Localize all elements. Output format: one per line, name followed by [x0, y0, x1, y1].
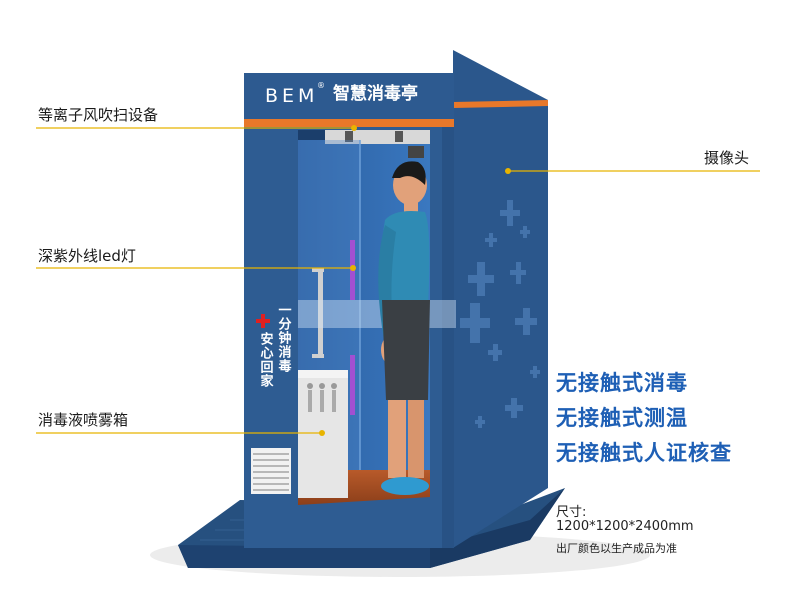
person-figure [378, 161, 430, 495]
scan-light-band [296, 300, 456, 328]
door-handle [318, 268, 323, 358]
callout-uv-led: 深紫外线led灯 [38, 247, 136, 265]
callout-spray-box: 消毒液喷雾箱 [38, 411, 129, 429]
slogan-line-1: 一分钟消毒 [276, 303, 292, 373]
feature-contactless-disinfection: 无接触式消毒 [556, 371, 688, 395]
vent-grill [251, 448, 291, 494]
spec-size: 1200*1200*2400mm [556, 519, 694, 534]
feature-contactless-temperature: 无接触式测温 [556, 406, 688, 430]
slogan-line-2: 安心回家 [258, 331, 274, 388]
spec-label: 尺寸: [556, 505, 587, 520]
right-side-panel [453, 50, 548, 548]
cross-pattern [460, 200, 540, 428]
spec-note: 出厂颜色以生产成品为准 [556, 542, 677, 555]
red-cross-icon [256, 314, 270, 328]
callout-camera: 摄像头 [704, 149, 750, 167]
feature-contactless-id-check: 无接触式人证核查 [556, 441, 732, 465]
callout-dots [319, 125, 511, 436]
registered-mark: ® [317, 81, 325, 90]
uv-lamp-lower [350, 355, 355, 415]
orange-band [244, 119, 454, 127]
callout-lines [36, 127, 760, 434]
booth-title: 智慧消毒亭 [333, 83, 418, 104]
callout-plasma-blower: 等离子风吹扫设备 [38, 106, 159, 124]
brand-logo: BEM [265, 85, 318, 107]
camera-device [408, 146, 424, 158]
